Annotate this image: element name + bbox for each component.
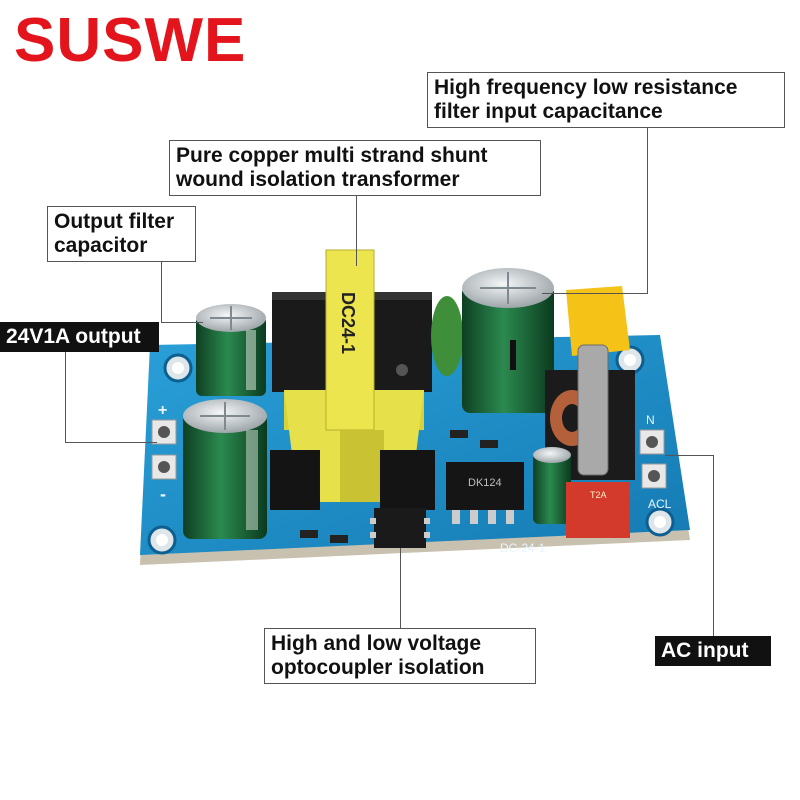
callout-output: 24V1A output (0, 322, 159, 352)
leader-line-ac-input (713, 455, 714, 637)
callout-input-capacitance: High frequency low resistance filter inp… (427, 72, 785, 128)
silk-acl: ACL (648, 497, 672, 511)
leader-line-output-h (65, 442, 157, 443)
leader-line-input-capacitance (647, 127, 648, 294)
leader-line-output-capacitor-h (161, 322, 203, 323)
callout-input-capacitance-line2: filter input capacitance (434, 100, 663, 123)
small-electrolytic-capacitor (533, 447, 571, 524)
leader-line-input-capacitance-h (542, 293, 648, 294)
silk-minus: - (160, 484, 166, 504)
input-filter-capacitor (462, 268, 554, 413)
callout-transformer-line1: Pure copper multi strand shunt (176, 144, 488, 167)
leader-line-output-capacitor (161, 261, 162, 323)
fuse-marking: T2A (590, 490, 607, 500)
callout-optocoupler-line2: optocoupler isolation (271, 656, 485, 679)
callout-transformer-line2: wound isolation transformer (176, 168, 460, 191)
callout-output-capacitor: Output filter capacitor (47, 206, 196, 262)
leader-line-transformer (356, 194, 357, 266)
smd-component (300, 530, 318, 538)
x-capacitor (566, 286, 630, 356)
brand-logo: SUSWE (14, 6, 247, 75)
smd-component (480, 440, 498, 448)
pwm-chip (446, 462, 524, 524)
callout-transformer: Pure copper multi strand shunt wound iso… (169, 140, 541, 196)
output-capacitor-bottom (183, 399, 267, 539)
callout-optocoupler: High and low voltage optocoupler isolati… (264, 628, 536, 684)
chip-marking: DK124 (468, 477, 502, 489)
optocoupler (370, 508, 430, 548)
leader-line-ac-input-h (665, 455, 714, 456)
leader-line-output (65, 350, 66, 443)
silk-plus: + (158, 402, 167, 419)
callout-output-capacitor-line2: capacitor (54, 234, 148, 257)
silk-n: N (646, 413, 655, 427)
fuse (566, 482, 630, 538)
callout-optocoupler-line1: High and low voltage (271, 632, 482, 655)
output-capacitor-top (196, 304, 266, 396)
transformer-marking: DC24-1 (338, 292, 358, 354)
isolation-transformer (270, 249, 435, 510)
silk-model: DC-24-1 (500, 541, 546, 555)
callout-output-capacitor-line1: Output filter (54, 210, 175, 233)
leader-line-optocoupler (400, 548, 401, 628)
smd-component (330, 535, 348, 543)
callout-input-capacitance-line1: High frequency low resistance (434, 76, 738, 99)
callout-ac-input: AC input (655, 636, 771, 666)
y-capacitor (431, 296, 463, 376)
smd-component (450, 430, 468, 438)
